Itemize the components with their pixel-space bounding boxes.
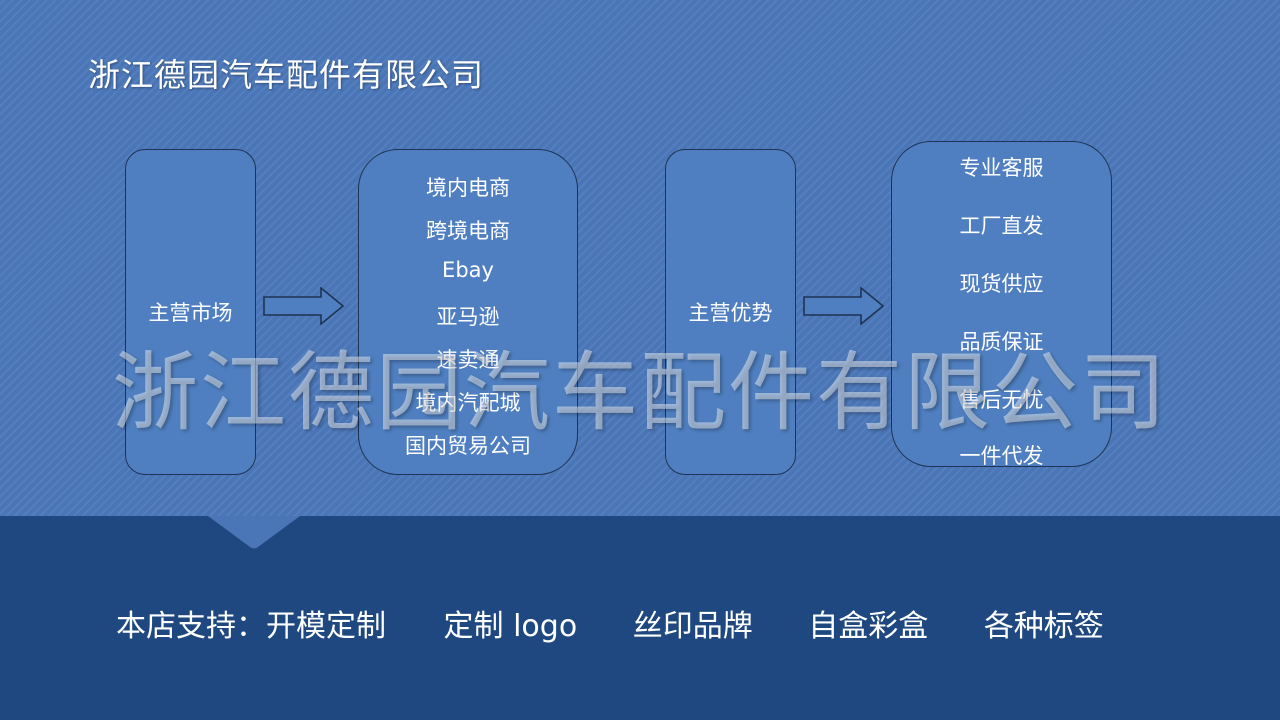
list-item: 亚马逊: [436, 305, 500, 329]
advantages-box: 专业客服 工厂直发 现货供应 品质保证 售后无忧 一件代发: [891, 141, 1112, 468]
support-item: 各种标签: [983, 609, 1104, 644]
support-item: 丝印品牌: [632, 609, 753, 644]
list-item: Ebay: [442, 258, 494, 282]
list-item: 境内汽配城: [415, 391, 521, 415]
list-item: 专业客服: [959, 156, 1044, 180]
list-item: 一件代发: [959, 444, 1044, 468]
main-market-label: 主营市场: [148, 301, 233, 325]
list-item: 国内贸易公司: [405, 434, 531, 458]
main-market-box: 主营市场: [125, 149, 256, 475]
arrow-right-icon: [803, 287, 885, 325]
support-item: 定制 logo: [443, 609, 578, 644]
main-advantage-box: 主营优势: [665, 149, 796, 475]
band-notch: [208, 516, 300, 549]
list-item: 境内电商: [426, 176, 510, 200]
support-row: 本店支持：开模定制 定制 logo 丝印品牌 自盒彩盒 各种标签: [116, 601, 1104, 645]
list-item: 跨境电商: [426, 219, 510, 243]
main-advantage-label: 主营优势: [688, 301, 773, 325]
support-item: 自盒彩盒: [808, 609, 929, 644]
arrow-right-icon: [263, 287, 345, 325]
list-item: 售后无忧: [959, 388, 1044, 412]
bottom-band: [0, 516, 1280, 720]
market-channels-box: 境内电商 跨境电商 Ebay 亚马逊 速卖通 境内汽配城 国内贸易公司: [358, 149, 578, 475]
support-lead: 本店支持：开模定制: [116, 609, 386, 644]
list-item: 品质保证: [959, 330, 1044, 354]
list-item: 现货供应: [959, 272, 1044, 296]
list-item: 速卖通: [436, 348, 500, 372]
list-item: 工厂直发: [959, 214, 1044, 238]
page-title: 浙江德园汽车配件有限公司: [88, 56, 485, 94]
